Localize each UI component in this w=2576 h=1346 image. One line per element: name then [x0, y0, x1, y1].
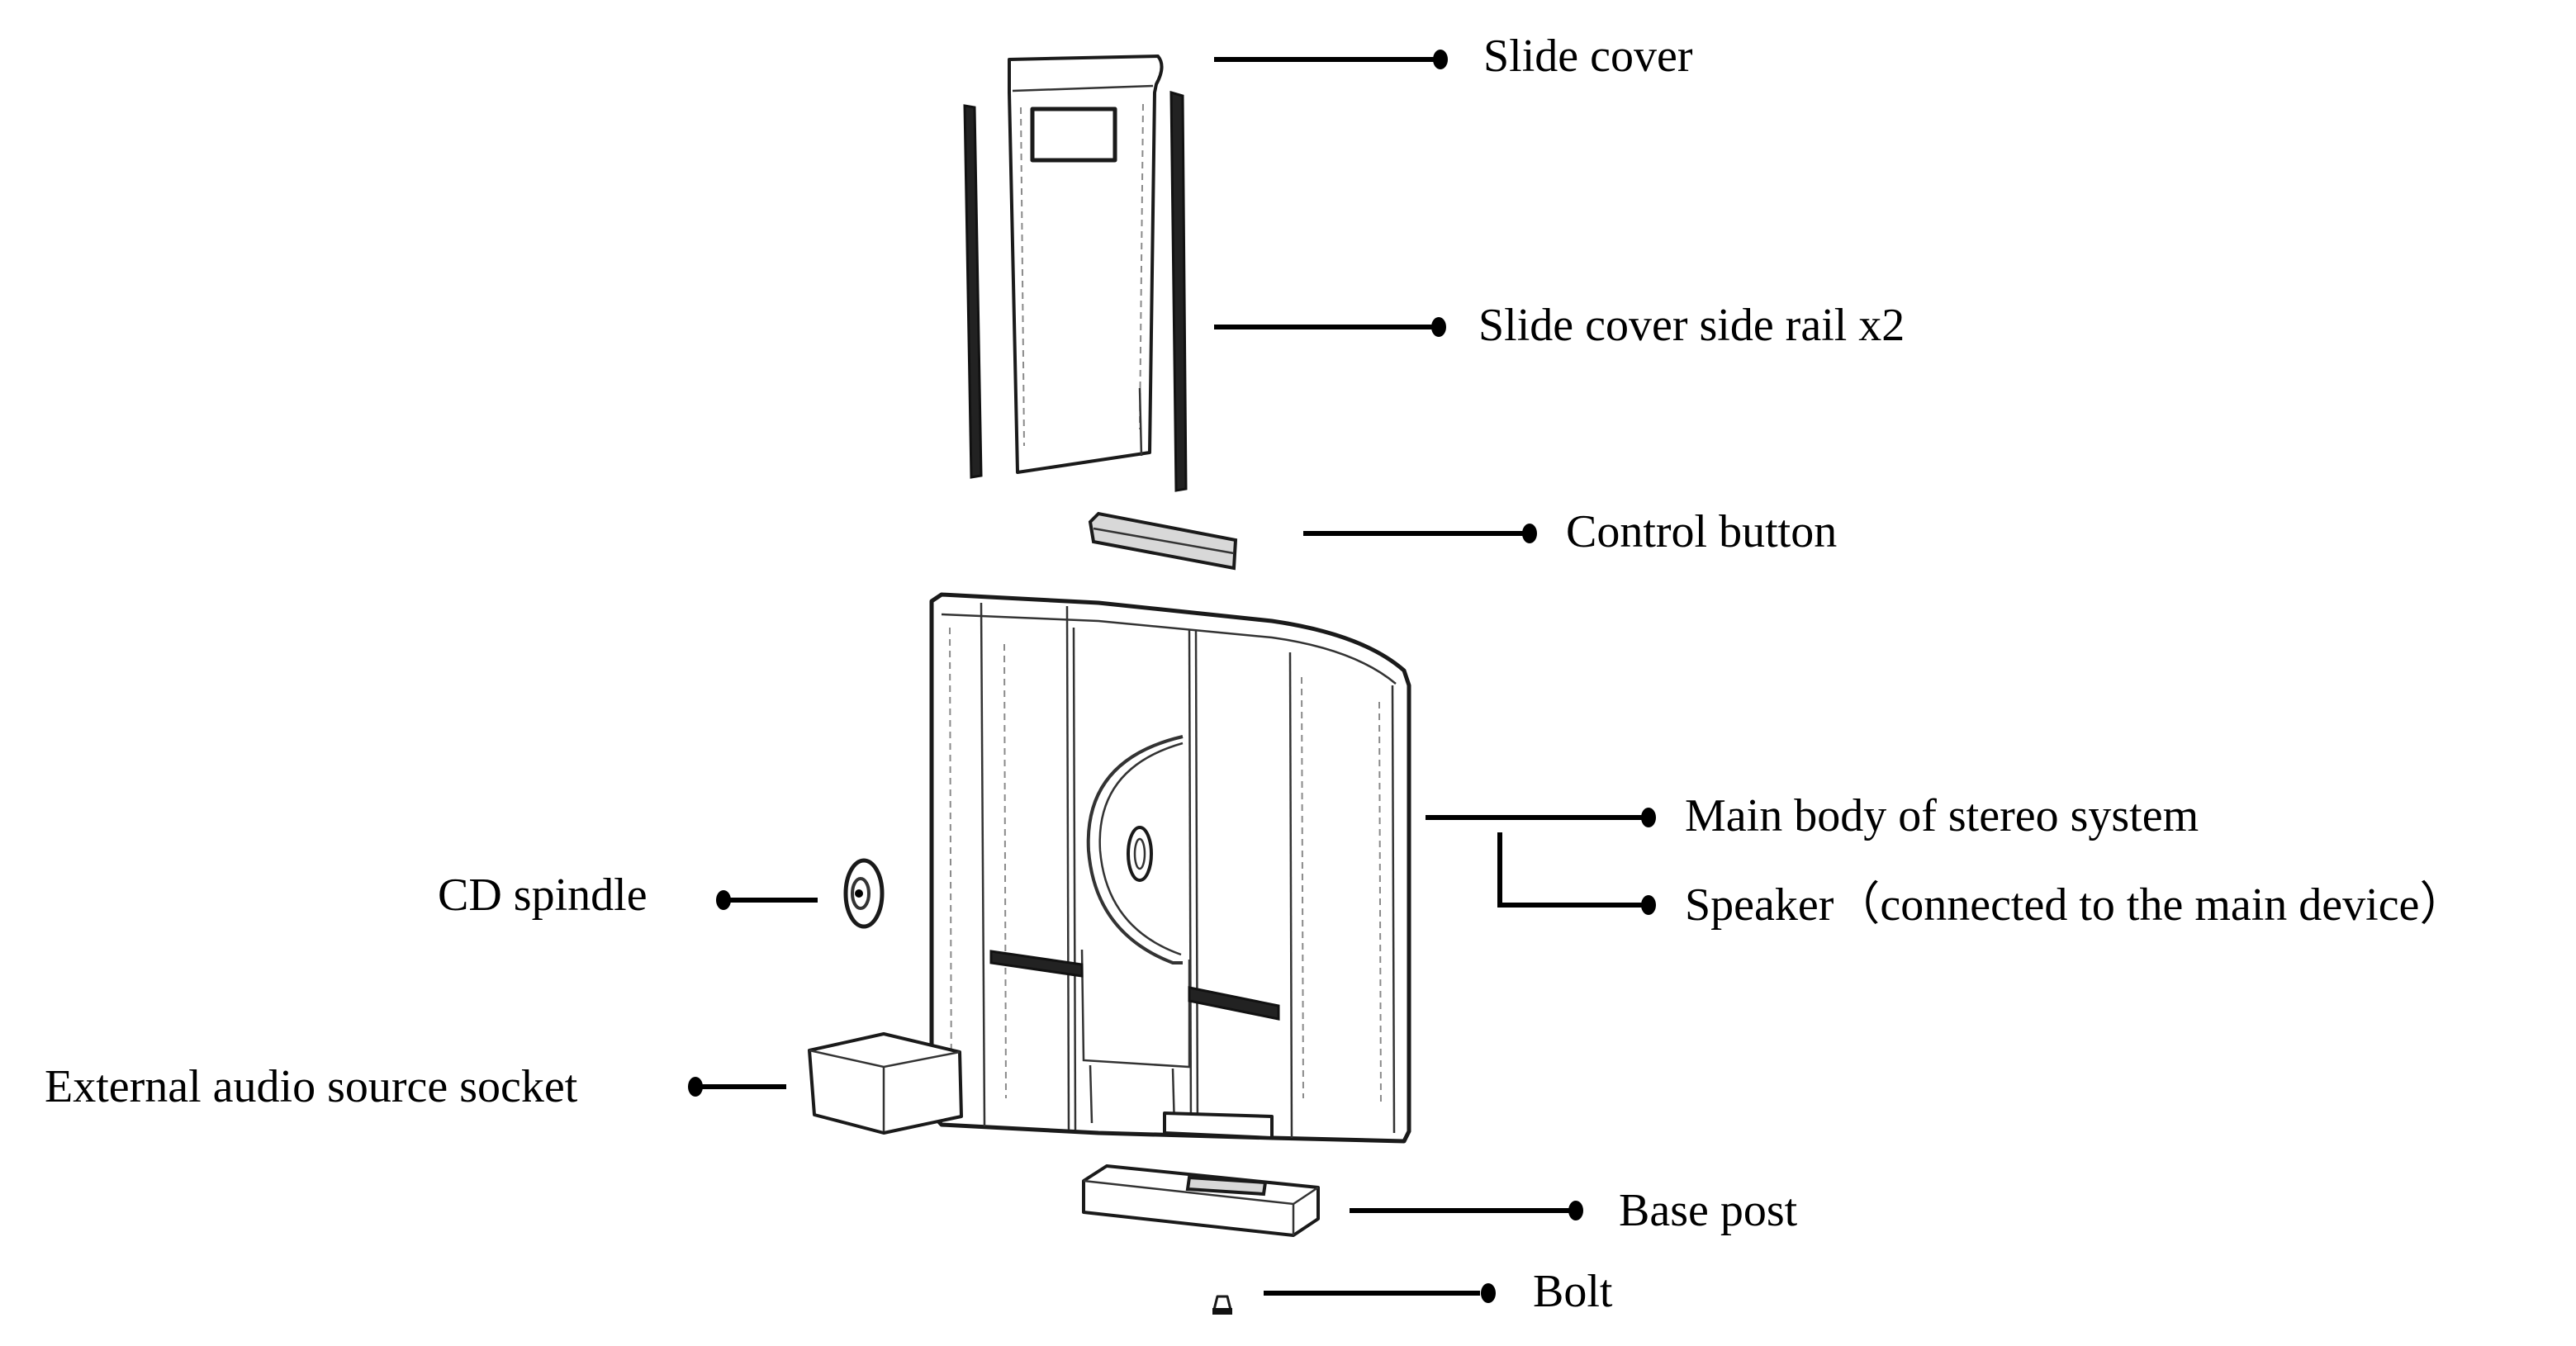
base-post-part: [1082, 1164, 1320, 1237]
main-body-part: [929, 592, 1411, 1144]
cd-spindle-label: CD spindle: [438, 870, 648, 921]
label-bolt: Bolt: [1264, 1266, 1613, 1317]
slide-cover-part: [1008, 55, 1164, 474]
label-slide-cover-side-rail: Slide cover side rail x2: [1214, 300, 1905, 351]
label-main-body-and-speaker: Main body of stereo system Speaker（conne…: [1426, 790, 2465, 931]
label-base-post: Base post: [1350, 1185, 1798, 1236]
slide-cover-side-rail-label: Slide cover side rail x2: [1478, 300, 1905, 351]
label-slide-cover: Slide cover: [1214, 31, 1693, 82]
bolt-label: Bolt: [1533, 1266, 1613, 1317]
slide-cover-side-rails-part: [963, 91, 1188, 492]
label-control-button: Control button: [1303, 506, 1837, 557]
speaker-label: Speaker（connected to the main device）: [1685, 879, 2465, 931]
slide-cover-label: Slide cover: [1483, 31, 1693, 82]
cd-spindle-part: [843, 858, 885, 929]
label-cd-spindle: CD spindle: [438, 870, 818, 921]
bolt-part: [1212, 1295, 1232, 1315]
base-post-label: Base post: [1619, 1185, 1798, 1236]
label-external-audio-socket: External audio source socket: [45, 1061, 786, 1112]
main-body-label: Main body of stereo system: [1685, 790, 2199, 841]
control-button-label: Control button: [1566, 506, 1837, 557]
external-audio-socket-label: External audio source socket: [45, 1061, 578, 1112]
control-button-part: [1088, 511, 1238, 571]
external-audio-socket-part: [808, 1032, 963, 1135]
